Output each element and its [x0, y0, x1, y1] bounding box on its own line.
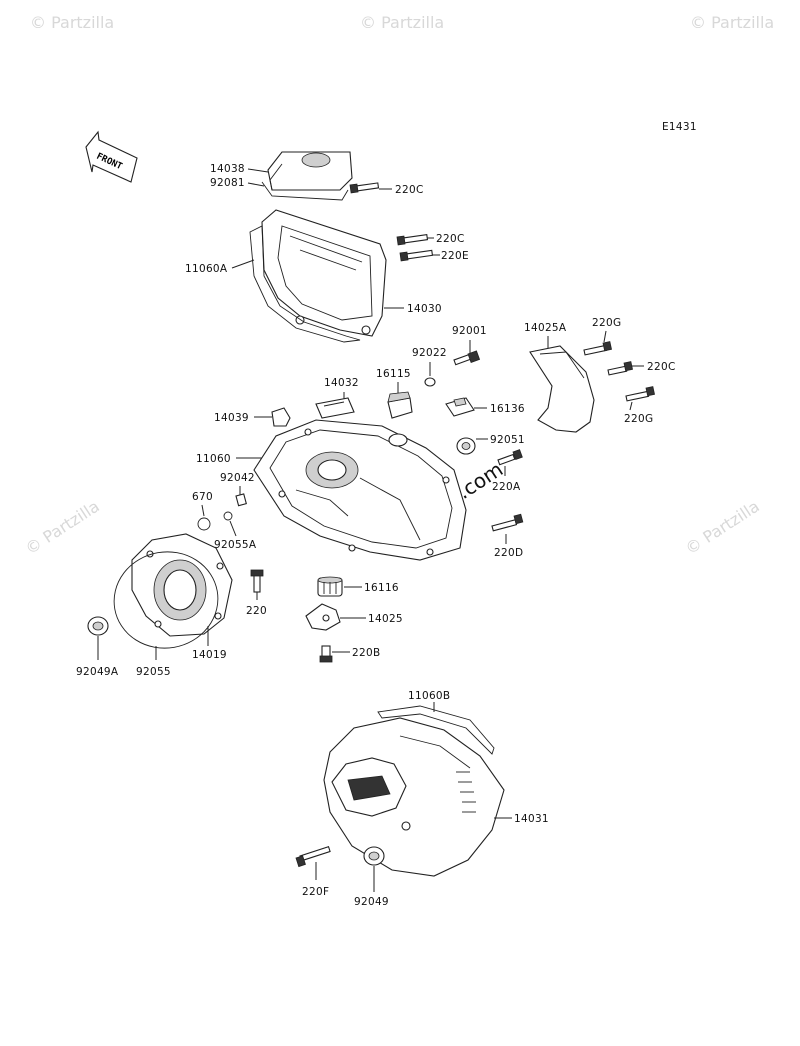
part-92081-gasket: [261, 181, 349, 201]
watermark-mid-left: © Partzilla: [22, 497, 103, 559]
label-11060b: 11060B: [408, 690, 450, 702]
plate-14032: [315, 397, 355, 419]
label-220c-3: 220C: [647, 361, 676, 373]
screw-220b: [319, 645, 333, 663]
label-220g-2: 220G: [624, 413, 653, 425]
bolt-220c-1: [349, 182, 380, 194]
seal-92049a: [87, 616, 109, 636]
bolt-92001: [453, 350, 481, 366]
label-16116: 16116: [364, 582, 399, 594]
label-14038: 14038: [210, 163, 245, 175]
label-220a: 220A: [492, 481, 521, 493]
label-14032: 14032: [324, 377, 359, 389]
cap-16115: [387, 391, 413, 419]
part-14030-cover: [261, 209, 387, 337]
label-220c-2: 220C: [436, 233, 465, 245]
label-92001: 92001: [452, 325, 487, 337]
watermark-top-center: © Partzilla: [360, 13, 444, 32]
label-92042: 92042: [220, 472, 255, 484]
part-14038-cap: [267, 151, 353, 191]
bolt-220e: [399, 249, 434, 262]
oring-670: [197, 517, 211, 531]
pin-92042: [235, 493, 247, 507]
label-220: 220: [246, 605, 267, 617]
watermark-top-right: © Partzilla: [690, 13, 774, 32]
bolt-220c-3: [607, 361, 633, 376]
label-220f: 220F: [302, 886, 329, 898]
label-220g-1: 220G: [592, 317, 621, 329]
label-92081: 92081: [210, 177, 245, 189]
label-220d: 220D: [494, 547, 523, 559]
label-92055: 92055: [136, 666, 171, 678]
label-92055a: 92055A: [214, 539, 257, 551]
watermark-top-left: © Partzilla: [30, 13, 114, 32]
bolt-220g-1: [583, 341, 612, 356]
cover-14025a: [529, 345, 595, 433]
washer-92022: [424, 377, 436, 387]
label-14019: 14019: [192, 649, 227, 661]
label-14039: 14039: [214, 412, 249, 424]
cover-14031: [323, 717, 505, 877]
part-11060a-gasket: [249, 225, 361, 343]
bearing-16116: [317, 576, 343, 597]
main-case-11060: [253, 419, 467, 561]
block-16136: [445, 397, 475, 417]
plug-14039: [271, 407, 291, 427]
label-670: 670: [192, 491, 213, 503]
seal-92049: [363, 846, 385, 866]
gasket-11060b: [377, 705, 495, 755]
watermark-mid-right: © Partzilla: [682, 497, 763, 559]
bracket-14025: [305, 603, 341, 631]
label-92022: 92022: [412, 347, 447, 359]
bolt-220d: [491, 513, 524, 532]
label-92049: 92049: [354, 896, 389, 908]
bolt-220: [250, 569, 264, 593]
label-92049a: 92049A: [76, 666, 119, 678]
label-14031: 14031: [514, 813, 549, 825]
front-arrow: FRONT: [85, 130, 138, 183]
label-16115: 16115: [376, 368, 411, 380]
bolt-220g-2: [625, 386, 655, 402]
bolt-220c-2: [396, 234, 429, 246]
label-14030: 14030: [407, 303, 442, 315]
label-220e: 220E: [441, 250, 469, 262]
label-14025a: 14025A: [524, 322, 567, 334]
label-220b: 220B: [352, 647, 380, 659]
housing-14019: [131, 533, 233, 637]
bolt-220f: [295, 846, 331, 868]
label-16136: 16136: [490, 403, 525, 415]
label-11060a: 11060A: [185, 263, 228, 275]
diagram-code: E1431: [662, 121, 697, 133]
label-220c-1: 220C: [395, 184, 424, 196]
label-14025: 14025: [368, 613, 403, 625]
bolt-220a: [497, 449, 523, 466]
label-11060: 11060: [196, 453, 231, 465]
label-92051: 92051: [490, 434, 525, 446]
seal-92051: [456, 437, 476, 455]
oring-92055: [113, 551, 219, 649]
oring-92055a: [223, 511, 233, 521]
